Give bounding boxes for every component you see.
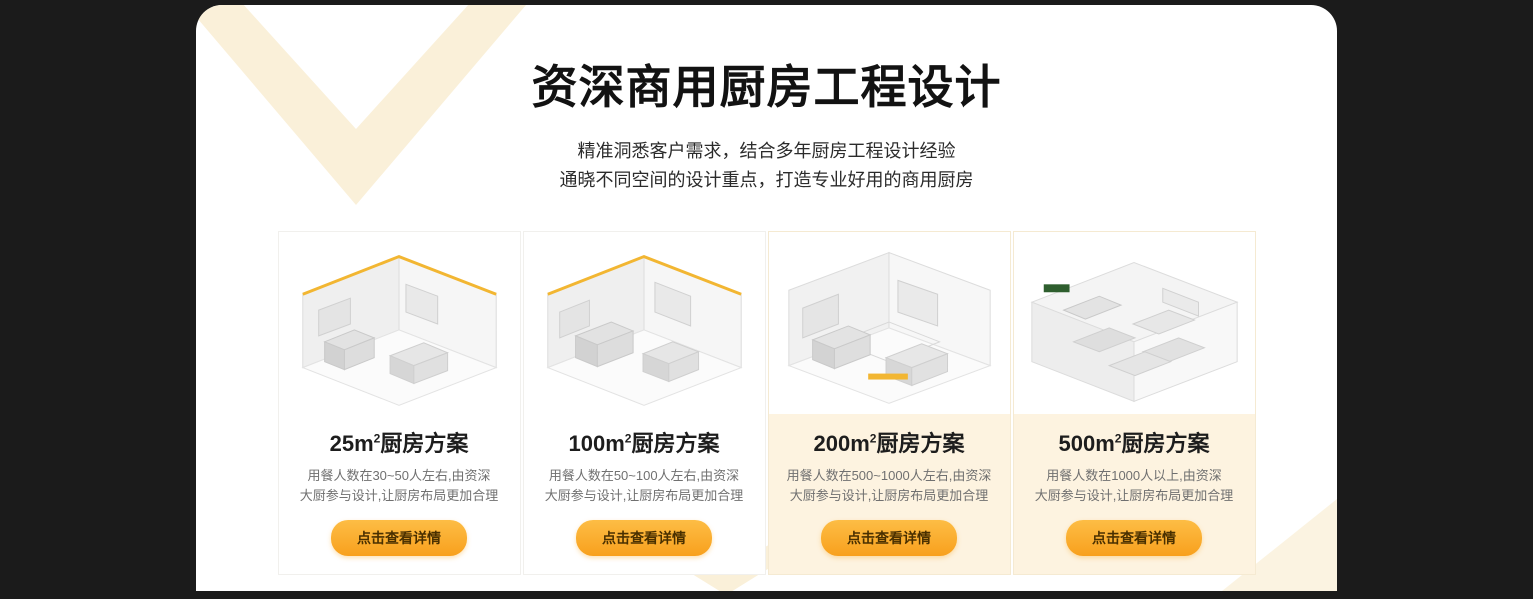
section-subtitle-line2: 通晓不同空间的设计重点，打造专业好用的商用厨房 [559, 169, 974, 190]
content-panel: 资深商用厨房工程设计 精准洞悉客户需求，结合多年厨房工程设计经验 通晓不同空间的… [196, 5, 1337, 591]
plan-suffix: 厨房方案 [876, 430, 965, 456]
plan-title: 200m2厨房方案 [775, 426, 1004, 458]
kitchen-render-image-200m2 [768, 231, 1010, 414]
plan-size-sup: 2 [869, 431, 877, 446]
plan-size-sup: 2 [373, 431, 381, 446]
plan-title: 25m2厨房方案 [285, 426, 514, 458]
plan-card-100m2: 100m2厨房方案 用餐人数在50~100人左右,由资深 大厨参与设计,让厨房布… [522, 230, 766, 575]
view-details-button-100m2[interactable]: 点击查看详情 [576, 519, 712, 556]
plan-suffix: 厨房方案 [1121, 430, 1210, 456]
plan-cards: 25m2厨房方案 用餐人数在30~50人左右,由资深 大厨参与设计,让厨房布局更… [196, 230, 1337, 575]
plan-desc-line1: 用餐人数在50~100人左右,由资深 [548, 467, 740, 483]
plan-size: 500m [1058, 430, 1115, 456]
section-subtitle-line1: 精准洞悉客户需求，结合多年厨房工程设计经验 [577, 141, 956, 161]
view-details-button-25m2[interactable]: 点击查看详情 [331, 519, 467, 556]
section-title: 资深商用厨房工程设计 [531, 61, 1002, 113]
plan-description: 用餐人数在50~100人左右,由资深 大厨参与设计,让厨房布局更加合理 [530, 466, 759, 506]
plan-description: 用餐人数在500~1000人左右,由资深 大厨参与设计,让厨房布局更加合理 [775, 466, 1004, 506]
view-details-button-500m2[interactable]: 点击查看详情 [1066, 519, 1202, 556]
plan-size-sup: 2 [624, 431, 632, 446]
plan-size: 100m [568, 430, 625, 456]
plan-card-body: 25m2厨房方案 用餐人数在30~50人左右,由资深 大厨参与设计,让厨房布局更… [279, 414, 520, 574]
kitchen-render-image-25m2 [278, 231, 520, 414]
plan-size: 25m [329, 430, 374, 456]
plan-suffix: 厨房方案 [380, 430, 469, 456]
plan-card-25m2: 25m2厨房方案 用餐人数在30~50人左右,由资深 大厨参与设计,让厨房布局更… [277, 230, 521, 575]
plan-desc-line2: 大厨参与设计,让厨房布局更加合理 [299, 487, 499, 503]
plan-desc-line1: 用餐人数在30~50人左右,由资深 [307, 467, 491, 483]
kitchen-render-image-100m2 [523, 231, 765, 414]
plan-desc-line1: 用餐人数在1000人以上,由资深 [1046, 467, 1222, 483]
plan-title: 500m2厨房方案 [1020, 426, 1249, 458]
plan-desc-line1: 用餐人数在500~1000人左右,由资深 [786, 467, 992, 483]
plan-desc-line2: 大厨参与设计,让厨房布局更加合理 [1034, 487, 1234, 503]
kitchen-render-image-500m2 [1013, 231, 1255, 414]
plan-size-sup: 2 [1114, 431, 1122, 446]
plan-description: 用餐人数在1000人以上,由资深 大厨参与设计,让厨房布局更加合理 [1020, 466, 1249, 506]
plan-size: 200m [813, 430, 870, 456]
plan-title: 100m2厨房方案 [530, 426, 759, 458]
plan-desc-line2: 大厨参与设计,让厨房布局更加合理 [789, 487, 989, 503]
plan-card-body: 200m2厨房方案 用餐人数在500~1000人左右,由资深 大厨参与设计,让厨… [769, 414, 1010, 574]
plan-description: 用餐人数在30~50人左右,由资深 大厨参与设计,让厨房布局更加合理 [285, 466, 514, 506]
plan-desc-line2: 大厨参与设计,让厨房布局更加合理 [544, 487, 744, 503]
plan-card-body: 100m2厨房方案 用餐人数在50~100人左右,由资深 大厨参与设计,让厨房布… [524, 414, 765, 574]
view-details-button-200m2[interactable]: 点击查看详情 [821, 519, 957, 556]
plan-card-500m2: 500m2厨房方案 用餐人数在1000人以上,由资深 大厨参与设计,让厨房布局更… [1012, 230, 1256, 575]
plan-suffix: 厨房方案 [631, 430, 720, 456]
plan-card-200m2: 200m2厨房方案 用餐人数在500~1000人左右,由资深 大厨参与设计,让厨… [767, 230, 1011, 575]
plan-card-body: 500m2厨房方案 用餐人数在1000人以上,由资深 大厨参与设计,让厨房布局更… [1014, 414, 1255, 574]
